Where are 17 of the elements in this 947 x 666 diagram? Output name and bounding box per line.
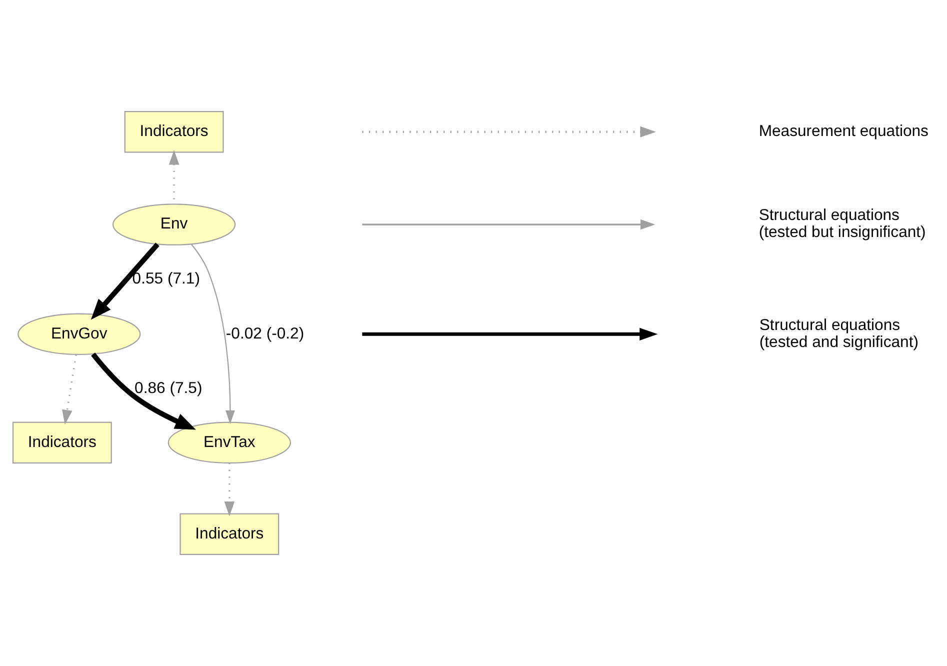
edge-label: -0.02 (-0.2) [226, 325, 304, 342]
arrow [62, 354, 77, 425]
legend-label: Structural equations (tested and significant) [759, 316, 918, 351]
arrow [91, 352, 196, 430]
legend-label: Measurement equations [758, 123, 928, 140]
node-box: Indicators [124, 110, 224, 153]
arrow [90, 242, 160, 320]
legend-label: Structural equations (tested but insignificant) [758, 207, 926, 242]
edge-label: 0.55 (7.1) [132, 270, 200, 288]
node-ellipse: EnvGov [18, 313, 141, 356]
edge-label: 0.86 (7.5) [134, 380, 202, 398]
arrow [190, 244, 235, 424]
node-ellipse: EnvTax [168, 422, 291, 464]
node-ellipse: Env [112, 204, 236, 246]
node-box: Indicators [12, 422, 112, 464]
node-box: Indicators [180, 513, 280, 556]
arrow [224, 463, 235, 516]
